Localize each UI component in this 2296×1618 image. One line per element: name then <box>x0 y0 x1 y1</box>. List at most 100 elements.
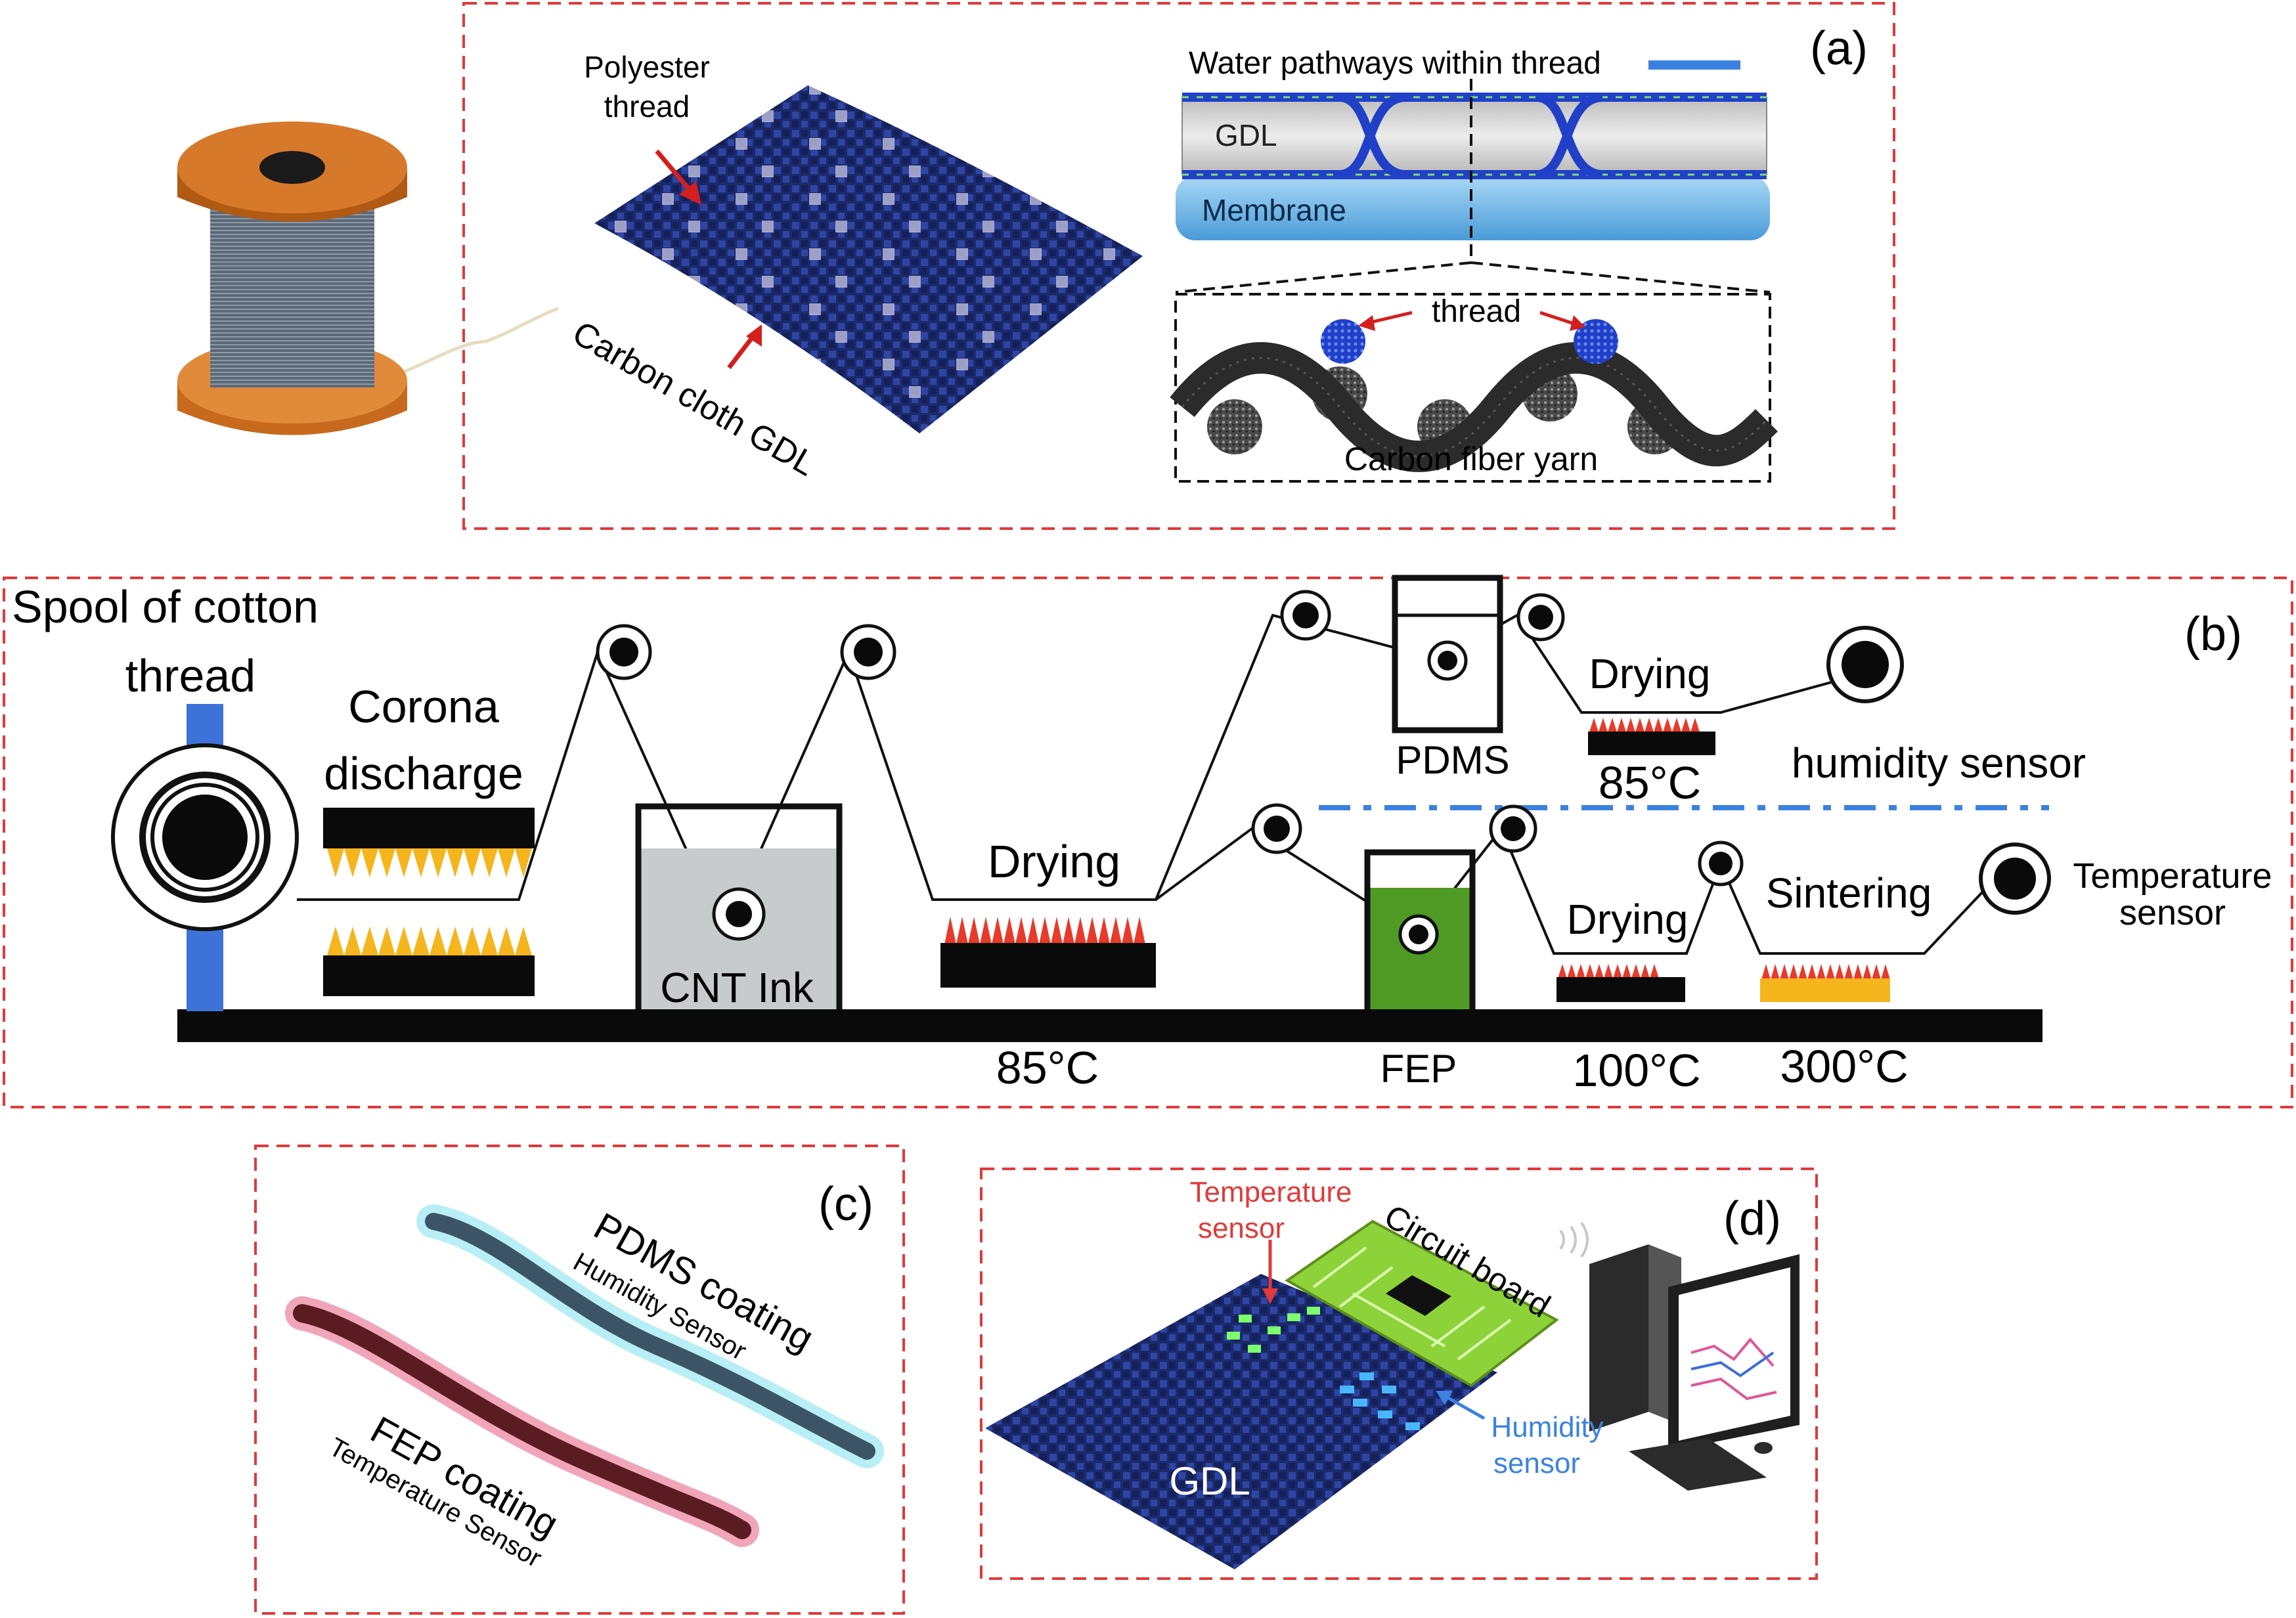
gdl-sheet <box>985 1274 1497 1569</box>
cnt-ink-container <box>635 803 843 1009</box>
thread-arrow-left <box>1367 311 1413 325</box>
circuit-board-traces <box>1312 1246 1512 1361</box>
temperature-takeup-spool-core <box>1994 858 2036 900</box>
panel-c: (c) PDMS coating Humidity Sensor FEP coa… <box>254 1145 905 1615</box>
sintering-plate <box>1760 978 1890 1002</box>
spool-core-front <box>210 197 374 387</box>
carbon-cloth-gdl-label: Carbon cloth GDL <box>566 314 822 483</box>
thread-arrowhead-right <box>1570 315 1585 331</box>
drying-1-temperature: 85°C <box>996 1042 1099 1093</box>
cnt-ink-label: CNT Ink <box>660 964 814 1011</box>
gdl-membrane-cross-section: Water pathways within thread GDL Membran… <box>1175 46 1771 294</box>
monitor-graph-lines-2 <box>1690 1351 1775 1378</box>
computer-tower <box>1589 1244 1648 1432</box>
guide-roller <box>1698 841 1744 886</box>
panel-a: Polyester thread Carbon cloth GDL Water … <box>177 2 1895 530</box>
zoom-guide-right <box>1470 261 1771 294</box>
drying-3-temperature: 100°C <box>1572 1045 1700 1096</box>
wireless-signal-icon <box>1559 1221 1589 1258</box>
thread-arrow-right <box>1539 311 1577 326</box>
humidity-takeup-spool-core <box>1842 641 1889 688</box>
humidity-sensor-label: humidity sensor <box>1792 739 2086 787</box>
polyester-thread-label-line1: Polyester <box>584 50 710 84</box>
carbon-cloth-arrowhead <box>746 324 762 347</box>
thread-bundle-right <box>1574 319 1618 364</box>
heater-3-spikes <box>1558 964 1659 978</box>
spool-label-line1: Spool of cotton <box>12 581 319 632</box>
polyester-thread-arrow <box>655 149 695 196</box>
zoom-guide-left <box>1175 261 1472 294</box>
carbon-fiber-yarn-label: Carbon fiber yarn <box>1344 441 1598 477</box>
panel-b-frame <box>3 577 2293 1108</box>
heater-3-plate <box>1556 977 1685 1002</box>
corona-discharge-unit: Corona discharge <box>323 681 535 996</box>
fiber-bundle-1 <box>1207 399 1262 454</box>
computer-illustration <box>1559 1221 1799 1491</box>
monitor-screen <box>1679 1267 1790 1441</box>
cnt-ink-bath: CNT Ink <box>635 803 843 1011</box>
panel-a-tag: (a) <box>1810 22 1868 75</box>
drying-1-label: Drying <box>988 836 1120 887</box>
heater-1-plate <box>940 943 1156 988</box>
guide-roller <box>596 624 652 680</box>
panel-c-tag: (c) <box>818 1178 873 1231</box>
guide-roller <box>1251 803 1302 854</box>
carbon-cloth-gdl-illustration: Polyester thread Carbon cloth GDL <box>566 50 1143 483</box>
mouse <box>1754 1442 1773 1454</box>
corona-label-line1: Corona <box>348 681 499 732</box>
guide-rollers <box>596 590 1744 955</box>
guide-roller <box>712 887 766 941</box>
polyester-thread-stitches <box>594 85 1143 433</box>
fep-coated-thread <box>293 1304 751 1539</box>
guide-roller <box>840 624 896 680</box>
corona-bottom-flames <box>327 927 532 955</box>
thread-bundle-left <box>1321 319 1365 364</box>
pdms-coated-thread <box>425 1213 875 1460</box>
circuit-chip <box>1386 1275 1451 1316</box>
fep-bath: FEP <box>1364 849 1476 1091</box>
humidity-sensor-label-line2: sensor <box>1493 1447 1580 1479</box>
corona-label-line2: discharge <box>324 748 523 799</box>
sintering-spikes <box>1761 964 1890 980</box>
feed-spool-core <box>162 795 248 880</box>
heater-2-plate <box>1588 732 1715 755</box>
guide-roller <box>1280 590 1331 641</box>
carbon-fiber-yarn-wave <box>1170 342 1778 472</box>
drying-3-label: Drying <box>1567 896 1689 943</box>
machine-base-rail <box>177 1009 2042 1042</box>
humidity-sensor-label-line1: Humidity <box>1491 1411 1603 1443</box>
keyboard <box>1629 1438 1767 1491</box>
panel-b: (b) Spool of cotton thread Corona discha… <box>3 575 2293 1108</box>
sintering-temperature: 300°C <box>1780 1041 1908 1092</box>
membrane-layer <box>1176 176 1770 240</box>
drying-2-temperature: 85°C <box>1599 757 1701 808</box>
thread-spool-illustration <box>177 121 559 435</box>
panel-d-tag: (d) <box>1723 1192 1781 1245</box>
guide-roller <box>1427 640 1468 681</box>
panel-b-tag: (b) <box>2184 608 2242 661</box>
corona-top-electrode <box>323 808 535 848</box>
spool-label-line2: thread <box>125 650 255 701</box>
drying-station-3: Drying 100°C <box>1556 896 1701 1096</box>
thread-label: thread <box>1432 294 1521 329</box>
water-pathways-label: Water pathways within thread <box>1189 46 1601 81</box>
pdms-label: PDMS <box>1396 738 1509 782</box>
temperature-sensor-label-line2: sensor <box>2119 893 2226 932</box>
drying-2-label: Drying <box>1589 650 1711 697</box>
membrane-label: Membrane <box>1202 193 1346 227</box>
panel-c-frame <box>254 1145 905 1615</box>
thread-path-lower <box>1155 826 1995 955</box>
thread-cross-stitch-1 <box>1339 93 1406 179</box>
humidity-sensor-stitches <box>1340 1372 1420 1430</box>
fep-container <box>1364 849 1476 1009</box>
temperature-sensor-label-line1: Temperature <box>1189 1176 1352 1208</box>
polyester-thread-label-line2: thread <box>604 89 690 123</box>
gdl-label: GDL <box>1215 118 1277 152</box>
thread-arrowhead-left <box>1358 315 1375 331</box>
sintering-station: Sintering 300°C <box>1760 869 1932 1092</box>
drying-station-2: Drying 85°C <box>1588 650 1715 808</box>
guide-roller <box>1398 914 1439 955</box>
humidity-sensor-arrow <box>1444 1394 1486 1420</box>
gdl-label: GDL <box>1169 1459 1250 1503</box>
